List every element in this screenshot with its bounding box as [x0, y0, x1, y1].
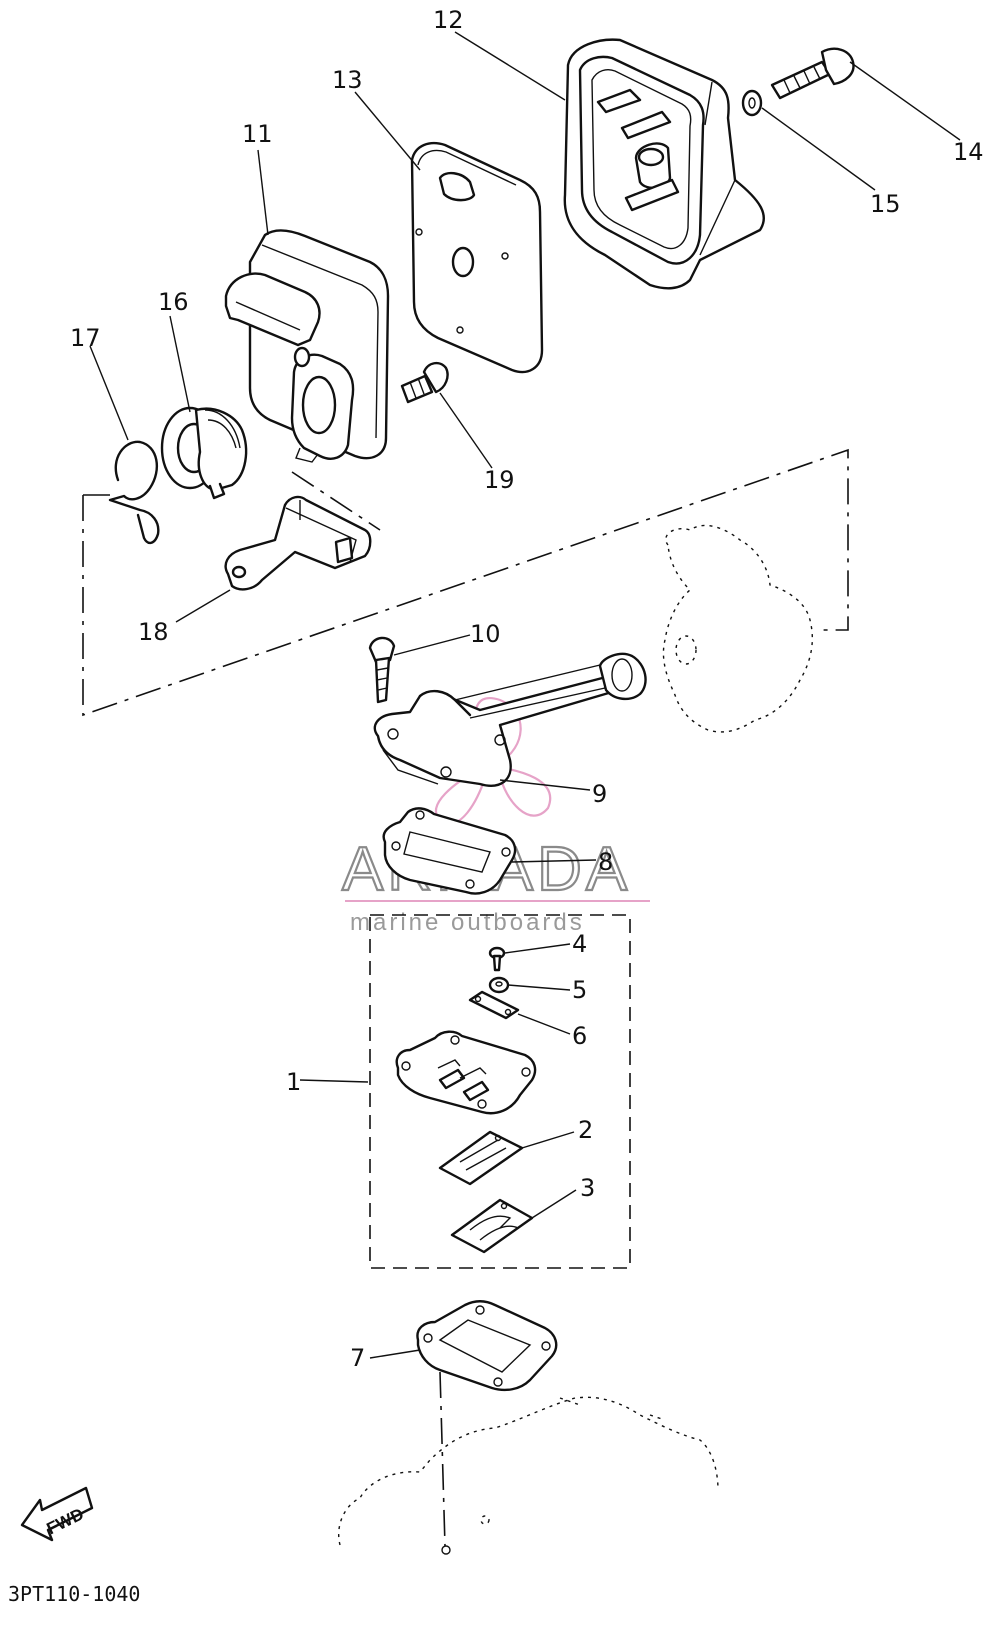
callout-13: 13 — [332, 66, 363, 94]
part-17-clip — [108, 440, 160, 545]
part-14-bolt — [770, 47, 855, 100]
callout-1: 1 — [286, 1068, 301, 1096]
part-7-gasket — [416, 1300, 558, 1392]
fwd-arrow: FWD — [20, 1486, 94, 1542]
callout-4: 4 — [572, 930, 587, 958]
part-8-gasket — [382, 807, 517, 895]
diagram-code: 3PT110-1040 — [8, 1582, 140, 1606]
callout-10: 10 — [470, 620, 501, 648]
callout-7: 7 — [350, 1344, 365, 1372]
callout-numbers: 12 13 11 16 17 14 15 19 18 10 9 8 4 5 6 … — [70, 6, 984, 1372]
callout-9: 9 — [592, 780, 607, 808]
part-13-gasket — [410, 141, 544, 374]
callout-17: 17 — [70, 324, 101, 352]
engine-outline-lower — [338, 1396, 719, 1546]
part-11-silencer-body — [224, 229, 390, 463]
callout-15: 15 — [870, 190, 901, 218]
engine-outline-upper — [662, 524, 813, 733]
callout-6: 6 — [572, 1022, 587, 1050]
part-3-stopper-plate — [450, 1198, 534, 1254]
callout-14: 14 — [953, 138, 984, 166]
callout-3: 3 — [580, 1174, 595, 1202]
part-18-bracket — [224, 495, 372, 591]
part-19-screw — [400, 361, 449, 404]
callout-16: 16 — [158, 288, 189, 316]
callout-11: 11 — [242, 120, 273, 148]
leader-lines — [89, 31, 961, 1359]
part-2-reed — [438, 1130, 524, 1186]
watermark-tagline: marine outboards — [350, 909, 585, 936]
part-15-washer — [741, 89, 763, 117]
part-12-cover — [563, 38, 765, 290]
callout-18: 18 — [138, 618, 169, 646]
callout-8: 8 — [598, 848, 613, 876]
part-9-intake-pipe — [373, 652, 647, 787]
alignment-lines — [82, 448, 849, 1555]
part-1-reed-valve-body — [395, 1030, 537, 1115]
callout-19: 19 — [484, 466, 515, 494]
part-4-screw — [488, 946, 506, 972]
callout-12: 12 — [433, 6, 464, 34]
callout-2: 2 — [578, 1116, 593, 1144]
assembly-1-boundary — [369, 914, 631, 1269]
part-16-collar — [160, 406, 248, 500]
callout-5: 5 — [572, 976, 587, 1004]
part-6-stopper — [468, 990, 520, 1020]
part-10-screw — [368, 636, 396, 704]
part-5-washer — [488, 976, 510, 994]
